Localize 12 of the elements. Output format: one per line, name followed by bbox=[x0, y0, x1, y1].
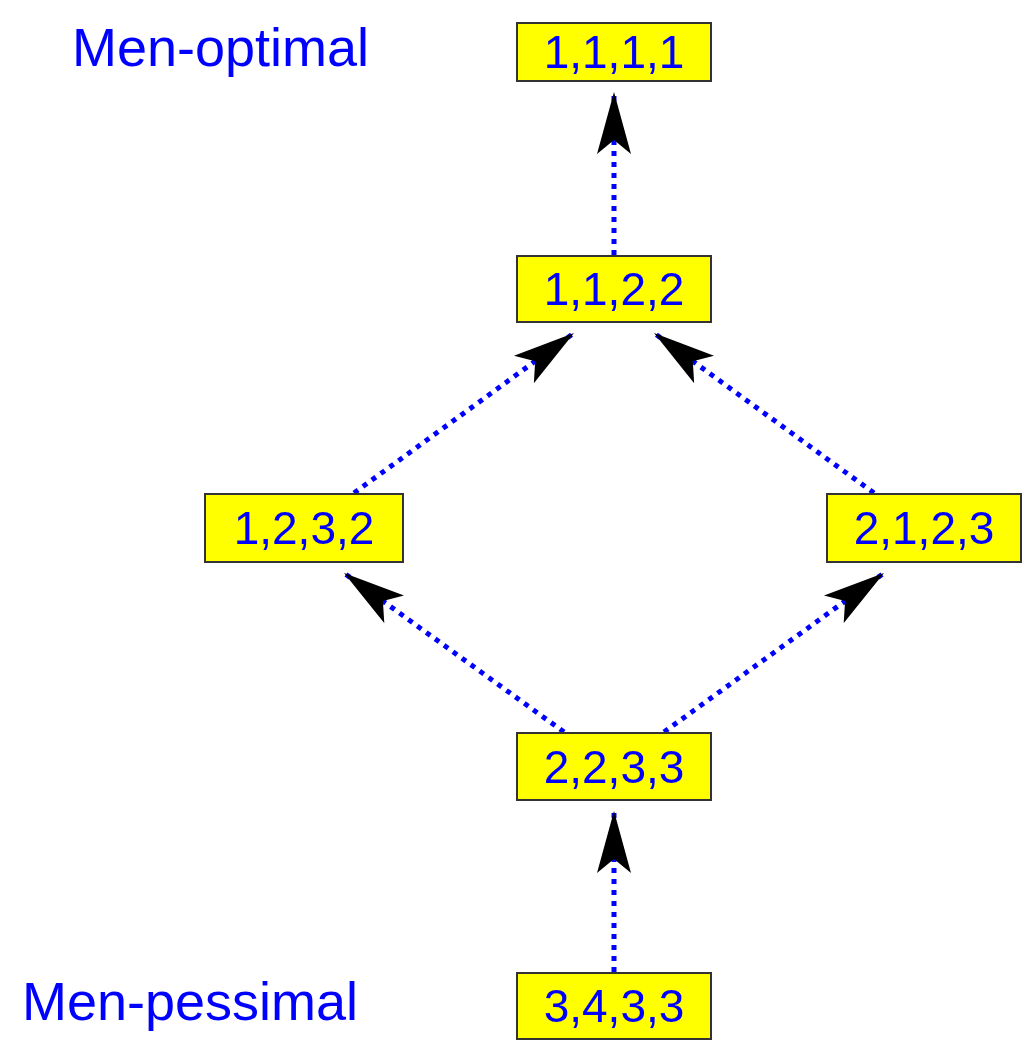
dotted-arrow bbox=[342, 570, 566, 735]
dotted-arrow bbox=[597, 811, 631, 972]
value-box: 1,1,1,1 bbox=[516, 22, 712, 82]
dotted-arrow bbox=[597, 92, 631, 255]
value-box: 2,1,2,3 bbox=[826, 493, 1022, 563]
value-box: 2,2,3,3 bbox=[516, 732, 712, 801]
dotted-arrow bbox=[352, 330, 576, 496]
value-box: 1,1,2,2 bbox=[516, 255, 712, 323]
dotted-arrow bbox=[652, 330, 876, 496]
value-box: 3,4,3,3 bbox=[516, 972, 712, 1040]
value-box: 1,2,3,2 bbox=[204, 493, 404, 563]
dotted-arrow bbox=[662, 570, 886, 735]
